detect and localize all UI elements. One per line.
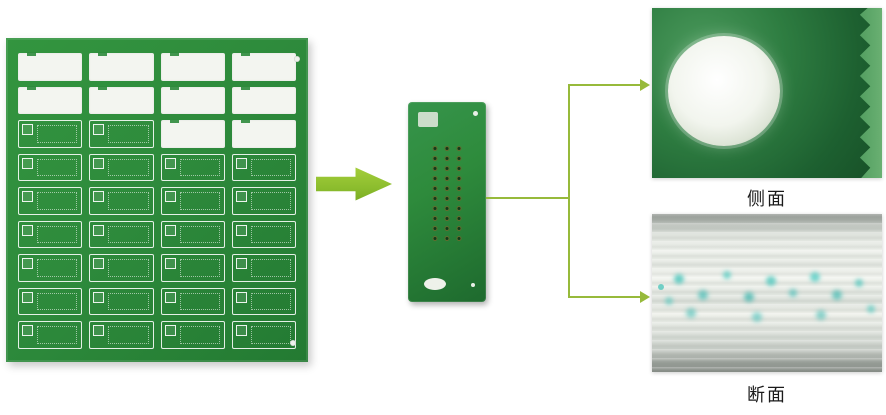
panel-cell-outline <box>89 287 154 316</box>
through-hole <box>444 216 450 221</box>
panel-cell-solid <box>89 52 154 81</box>
panel-cell-outline <box>89 187 154 215</box>
panel-cell-outline <box>18 287 83 316</box>
through-hole <box>456 236 462 241</box>
panel-cell-outline <box>160 187 225 215</box>
callout-line-horizontal <box>568 84 642 86</box>
panel-cell-outline <box>18 321 83 349</box>
routed-board-edge <box>859 8 882 178</box>
cross-section-photo <box>652 214 882 372</box>
panel-cell-outline <box>18 254 83 282</box>
pcb-panel-photo <box>6 38 308 362</box>
panel-cell-solid <box>18 52 83 81</box>
panel-cell-outline <box>231 254 296 282</box>
pcb-panel-grid <box>18 52 296 349</box>
side-view-caption: 侧面 <box>747 189 787 210</box>
through-hole <box>432 186 438 191</box>
panel-cell-solid <box>231 85 296 115</box>
panel-cell-solid <box>231 52 296 81</box>
through-hole <box>444 206 450 211</box>
through-hole <box>432 166 438 171</box>
through-hole <box>444 166 450 171</box>
through-hole <box>456 186 462 191</box>
through-hole <box>456 206 462 211</box>
through-hole <box>444 226 450 231</box>
callout-arrow-icon <box>640 291 650 303</box>
panel-cell-outline <box>89 321 154 349</box>
panel-cell-outline <box>89 254 154 282</box>
through-hole <box>432 206 438 211</box>
panel-cell-solid <box>160 119 225 148</box>
through-hole <box>432 146 438 151</box>
panel-cell-solid <box>18 85 83 115</box>
single-pcb-photo <box>408 102 486 302</box>
panel-cell-solid <box>231 119 296 148</box>
callout-line-horizontal <box>568 296 642 298</box>
panel-cell-solid <box>160 52 225 81</box>
countersink-hole <box>668 36 780 146</box>
through-hole <box>432 156 438 161</box>
through-hole <box>456 176 462 181</box>
through-hole <box>432 236 438 241</box>
through-hole <box>456 166 462 171</box>
panel-cell-outline <box>89 220 154 249</box>
through-hole <box>444 156 450 161</box>
panel-tooling-hole <box>294 56 300 62</box>
glass-fiber-specks <box>658 284 664 290</box>
panel-cell-outline <box>18 153 83 182</box>
panel-cell-outline <box>231 153 296 182</box>
panel-cell-outline <box>18 220 83 249</box>
through-hole <box>432 216 438 221</box>
panel-cell-outline <box>231 220 296 249</box>
panel-cell-outline <box>89 153 154 182</box>
panel-cell-outline <box>18 187 83 215</box>
panel-cell-outline <box>18 120 83 148</box>
panel-tooling-hole <box>290 340 296 346</box>
through-hole <box>444 196 450 201</box>
through-hole <box>444 186 450 191</box>
callout-line-vertical <box>568 84 570 298</box>
through-hole <box>456 156 462 161</box>
pcb-mount-hole <box>471 283 475 287</box>
panel-cell-outline <box>231 187 296 215</box>
through-hole <box>456 196 462 201</box>
panel-cell-outline <box>160 321 225 349</box>
pcb-slot <box>424 278 446 290</box>
through-hole <box>444 146 450 151</box>
callout-arrow-icon <box>640 79 650 91</box>
pcb-hole-grid <box>432 146 462 241</box>
panel-cell-outline <box>89 120 154 148</box>
panel-cell-solid <box>89 85 154 115</box>
panel-cell-outline <box>231 321 296 349</box>
through-hole <box>444 176 450 181</box>
callout-line-horizontal <box>486 197 570 199</box>
through-hole <box>432 176 438 181</box>
through-hole <box>432 226 438 231</box>
panel-cell-solid <box>160 85 225 115</box>
cross-section-caption: 断面 <box>747 385 787 406</box>
panel-cell-outline <box>160 153 225 182</box>
through-hole <box>444 236 450 241</box>
through-hole <box>456 226 462 231</box>
through-hole <box>432 196 438 201</box>
through-hole <box>456 146 462 151</box>
pcb-cutout <box>418 112 438 127</box>
panel-cell-outline <box>231 287 296 316</box>
panel-cell-outline <box>160 220 225 249</box>
through-hole <box>456 216 462 221</box>
pcb-mount-hole <box>473 111 478 116</box>
panel-cell-outline <box>160 287 225 316</box>
flow-arrow-icon <box>316 167 392 201</box>
side-view-photo <box>652 8 882 178</box>
panel-cell-outline <box>160 254 225 282</box>
